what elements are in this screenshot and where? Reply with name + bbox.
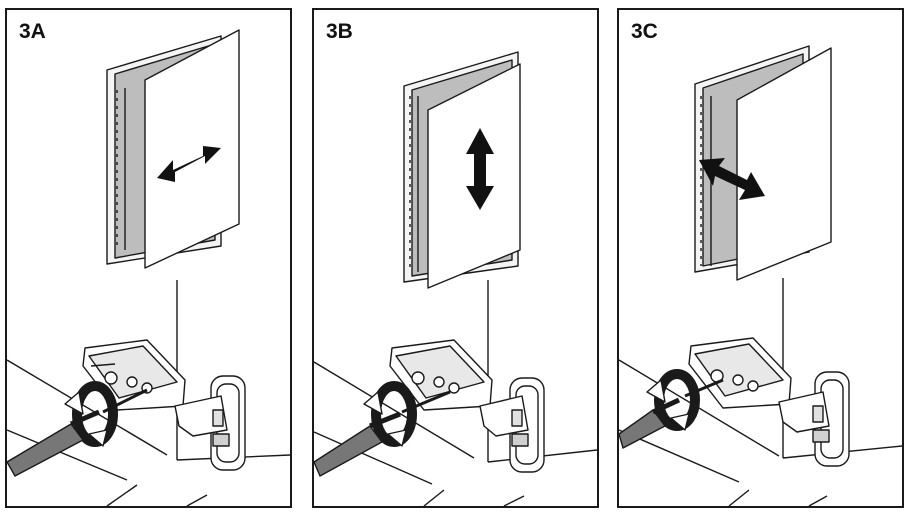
hinge-arm (82, 339, 186, 411)
panel-3a: 3A (5, 8, 292, 508)
panel-label: 3A (19, 20, 46, 43)
hinge-arm (688, 337, 792, 409)
screwdriver (314, 390, 451, 477)
hinge-arm (389, 339, 493, 411)
panel-3b: 3B (312, 8, 599, 508)
hinge-adjustment-illustration (314, 51, 597, 506)
double-arrow-icon (466, 128, 494, 210)
cabinet-door (736, 47, 832, 281)
rotation-arrow-icon (363, 381, 417, 447)
panel-label: 3B (326, 20, 353, 43)
double-arrow-icon (157, 146, 221, 182)
cabinet-door (144, 29, 240, 269)
panel-3c: 3C (617, 8, 904, 508)
screwdriver (619, 378, 724, 449)
rotation-arrow-icon (64, 381, 118, 447)
hinge-mounting-plate (479, 377, 545, 473)
hinge-adjustment-illustration (619, 45, 902, 506)
hinge-adjustment-illustration (7, 29, 290, 506)
screwdriver (7, 388, 148, 477)
cabinet-base (314, 361, 525, 506)
panel-label: 3C (631, 20, 658, 43)
cabinet-base (7, 359, 208, 506)
double-arrow-icon (699, 158, 765, 200)
rotation-arrow-icon (646, 369, 700, 431)
hinge-mounting-plate (174, 375, 246, 471)
hinge-mounting-plate (778, 371, 850, 467)
